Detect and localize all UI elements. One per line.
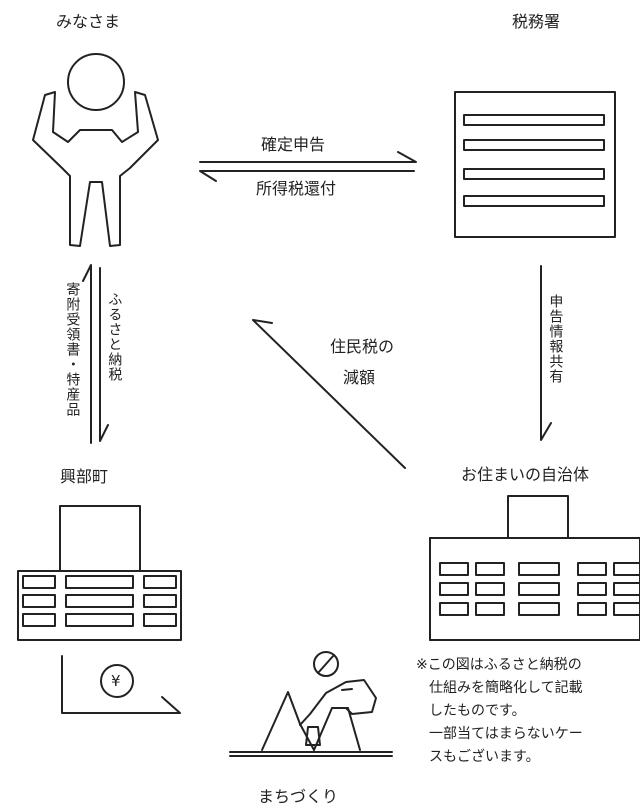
home-city-label: お住まいの自治体: [461, 465, 590, 484]
home-city-building-icon: [429, 495, 640, 641]
okoppe-building-icon: [17, 505, 182, 641]
resident-tax-line1: 住民税の: [330, 337, 395, 356]
footnote-line: 仕組みを簡略化して記載: [429, 680, 583, 696]
yen-circle: [100, 664, 134, 698]
receipt-up-arrow: [82, 264, 92, 444]
person-icon: [32, 53, 159, 247]
footnote-line: したものです。: [429, 703, 526, 719]
footnote-line: ※この図はふるさと納税の: [416, 657, 582, 673]
footnote-line: スもございます。: [429, 749, 540, 765]
receipt-label: 寄附受領書・特産品: [64, 282, 81, 417]
tax-reduction-arrow: [252, 319, 406, 469]
construction-worker-icon: [229, 651, 393, 757]
resident-tax-line2: 減額: [343, 368, 376, 387]
furusato-label: ふるさと納税: [106, 292, 123, 382]
refund-arrow: [199, 170, 415, 182]
furusato-down-arrow: [99, 267, 109, 442]
declaration-arrow: [199, 151, 417, 163]
tax-office-label: 税務署: [512, 12, 561, 31]
town-dev-label: まちづくり: [258, 787, 339, 806]
yen-flow-arrow: [61, 655, 181, 714]
tax-office-building-icon: [454, 91, 616, 238]
declaration-label: 確定申告: [261, 135, 326, 154]
yen-label: ¥: [111, 672, 121, 690]
info-share-arrow: [540, 265, 552, 441]
citizen-label: みなさま: [56, 12, 121, 31]
info-share-label: 申告情報共有: [547, 294, 564, 384]
footnote-line: 一部当てはまらないケー: [429, 726, 583, 742]
refund-label: 所得税還付: [256, 179, 337, 198]
okoppe-label: 興部町: [60, 467, 109, 486]
footnote: ※この図はふるさと納税の 仕組みを簡略化して記載 したものです。 一部当てはまら…: [416, 654, 583, 769]
